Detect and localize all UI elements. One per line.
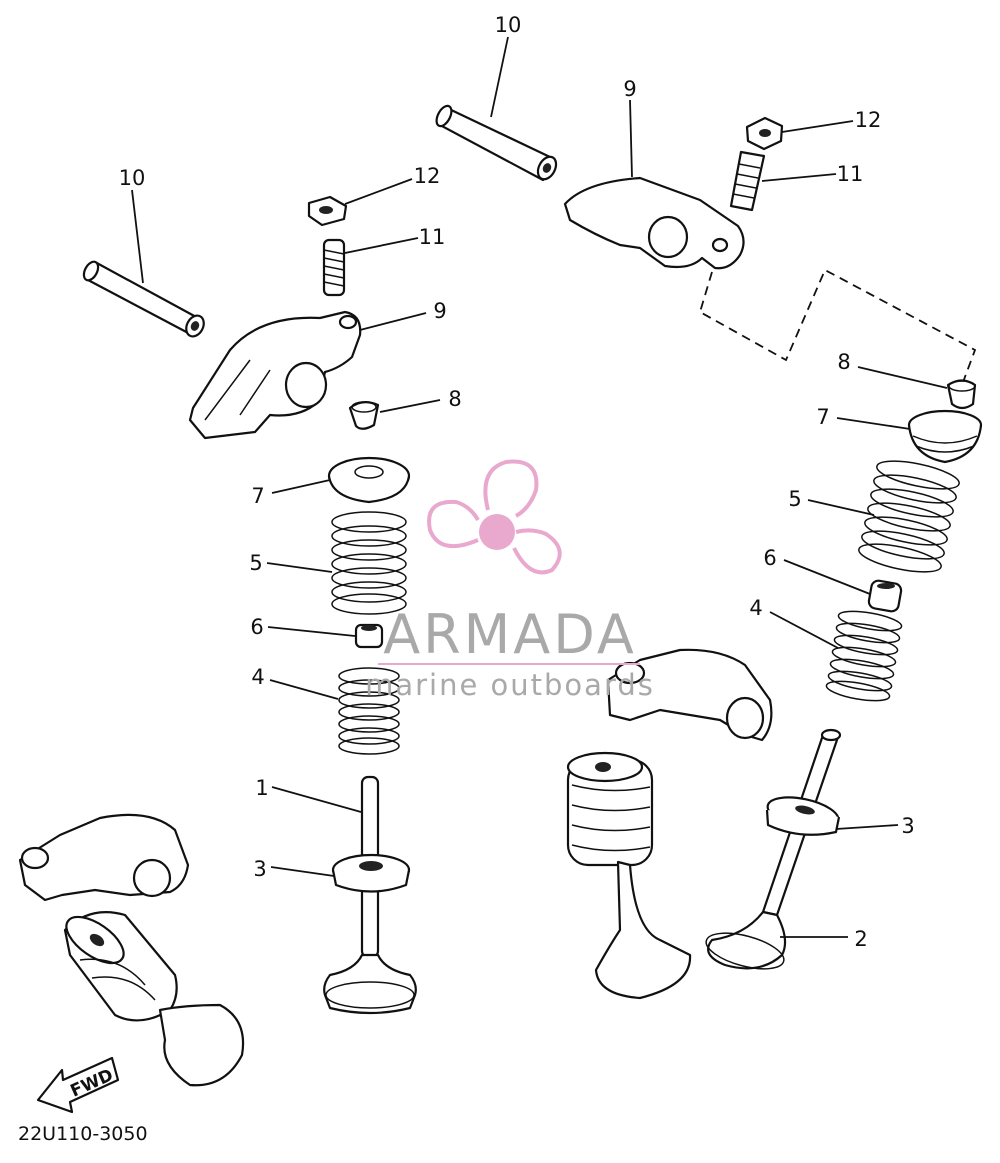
- leader-7a: [271, 479, 331, 494]
- leader-5a: [266, 562, 333, 573]
- callout-3a: 3: [253, 857, 266, 881]
- valve-cotter-left: [348, 401, 380, 430]
- rocker-shaft-left: [82, 260, 205, 338]
- rocker-arm-right: [563, 176, 745, 270]
- watermark-tagline: marine outboards: [365, 668, 655, 702]
- rocker-arm-left: [188, 310, 362, 440]
- spring-seat-right: [765, 796, 841, 836]
- callout-8b: 8: [837, 350, 850, 374]
- adjusting-screw-left: [322, 238, 346, 297]
- leader-3b: [835, 824, 899, 830]
- assembled-view-left: [18, 813, 245, 1087]
- leader-9b: [629, 99, 633, 178]
- callout-6b: 6: [763, 546, 776, 570]
- callout-3b: 3: [901, 814, 914, 838]
- valve-spring-inner-right: [825, 610, 903, 702]
- callout-7b: 7: [816, 405, 829, 429]
- leader-7b: [836, 417, 911, 430]
- spring-seat-left: [331, 853, 411, 893]
- locknut-left: [307, 195, 348, 227]
- spring-retainer-left: [327, 456, 411, 504]
- valve-spring-inner-left: [338, 667, 400, 755]
- forward-direction-arrow: FWD: [36, 1056, 120, 1114]
- figure-code: 22U110-3050: [18, 1123, 148, 1145]
- exhaust-valve-right: [705, 728, 842, 970]
- leader-8a: [379, 399, 441, 413]
- armada-watermark: ARMADA marine outboards: [365, 459, 655, 702]
- callout-5b: 5: [788, 487, 801, 511]
- callout-7a: 7: [251, 484, 264, 508]
- valve-stem-seal-right: [867, 579, 903, 613]
- callout-10a: 10: [119, 166, 146, 190]
- leader-4b: [769, 611, 839, 649]
- watermark-brand: ARMADA: [383, 603, 637, 666]
- callout-8a: 8: [448, 387, 461, 411]
- intake-valve-left: [323, 775, 417, 1015]
- spring-retainer-right: [907, 409, 983, 464]
- callout-12a: 12: [414, 164, 441, 188]
- valve-spring-outer-left: [331, 511, 407, 615]
- leader-9a: [359, 312, 427, 331]
- assembled-view-right: [566, 648, 773, 1000]
- adjusting-screw-right: [729, 150, 766, 212]
- callout-12b: 12: [855, 108, 882, 132]
- callout-4b: 4: [749, 596, 762, 620]
- leader-6b: [783, 559, 871, 595]
- callout-5a: 5: [249, 551, 262, 575]
- valve-spring-outer-right: [858, 460, 960, 573]
- leader-6a: [267, 626, 356, 637]
- leader-3a: [270, 866, 335, 877]
- leader-8b: [857, 366, 948, 389]
- leader-11a: [344, 237, 419, 254]
- leader-11b: [761, 173, 837, 182]
- callout-6a: 6: [250, 615, 263, 639]
- valve-cotter-right: [946, 379, 977, 410]
- callout-1: 1: [255, 776, 268, 800]
- callout-10b: 10: [495, 13, 522, 37]
- alignment-dash-line: [698, 268, 977, 386]
- leader-1: [271, 786, 362, 813]
- callout-9a: 9: [433, 299, 446, 323]
- rocker-shaft-right: [435, 104, 558, 182]
- callout-11b: 11: [837, 162, 864, 186]
- callout-4a: 4: [251, 665, 264, 689]
- valve-stem-seal-left: [354, 623, 384, 649]
- callout-11a: 11: [419, 225, 446, 249]
- callout-9b: 9: [623, 77, 636, 101]
- callout-2: 2: [854, 927, 867, 951]
- leader-5b: [807, 499, 875, 516]
- leader-10b: [490, 36, 509, 118]
- propeller-logo-icon: [427, 459, 562, 575]
- leader-12a: [344, 178, 413, 205]
- leader-4a: [269, 679, 339, 700]
- leader-12b: [781, 120, 854, 133]
- leader-10a: [131, 189, 144, 284]
- locknut-right: [745, 116, 784, 151]
